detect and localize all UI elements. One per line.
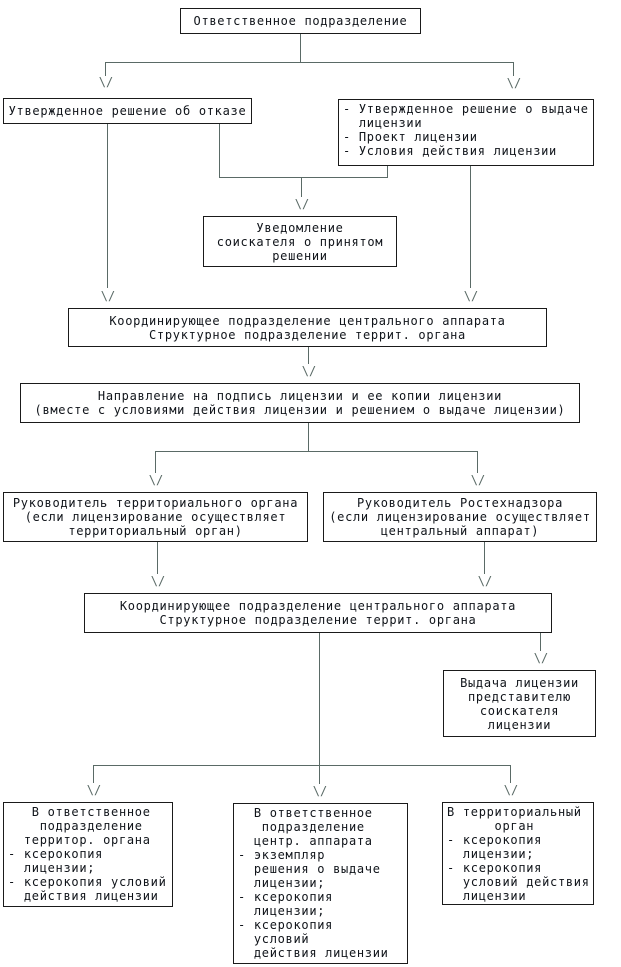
- box-license-signing: Направление на подпись лицензии и ее коп…: [20, 383, 580, 423]
- connector-line: [470, 166, 471, 288]
- connector-line: [319, 633, 320, 765]
- box-coordinating-division-1: Координирующее подразделение центральног…: [68, 308, 547, 347]
- connector-line: [301, 177, 302, 197]
- arrow-down-icon: \/: [301, 364, 317, 378]
- connector-line: [540, 633, 541, 651]
- connector-line: [105, 62, 514, 63]
- box-territorial-head: Руководитель территориального органа (ес…: [3, 492, 308, 542]
- box-license-issuance: Выдача лицензии представителю соискателя…: [443, 670, 596, 737]
- arrow-down-icon: \/: [86, 783, 102, 797]
- connector-line: [319, 765, 320, 784]
- arrow-down-icon: \/: [312, 784, 328, 798]
- box-refusal-decision: Утвержденное решение об отказе: [3, 98, 252, 124]
- arrow-down-icon: \/: [150, 574, 166, 588]
- connector-line: [105, 62, 106, 76]
- arrow-down-icon: \/: [463, 289, 479, 303]
- connector-line: [513, 62, 514, 76]
- connector-line: [510, 765, 511, 783]
- arrow-down-icon: \/: [477, 574, 493, 588]
- box-coordinating-division-2: Координирующее подразделение центральног…: [84, 593, 552, 633]
- box-to-territorial-division: В ответственное подразделение территор. …: [3, 802, 173, 907]
- connector-line: [93, 765, 94, 783]
- arrow-down-icon: \/: [506, 76, 522, 90]
- connector-line: [157, 542, 158, 574]
- box-to-territorial-body: В территориальный орган - ксерокопия лиц…: [442, 802, 594, 905]
- arrow-down-icon: \/: [503, 783, 519, 797]
- arrow-down-icon: \/: [148, 473, 164, 487]
- arrow-down-icon: \/: [533, 651, 549, 665]
- connector-line: [300, 34, 301, 62]
- connector-line: [155, 451, 478, 452]
- connector-line: [308, 423, 309, 451]
- connector-line: [387, 166, 388, 177]
- connector-line: [93, 765, 511, 766]
- box-applicant-notification: Уведомление соискателя о принятом решени…: [203, 216, 397, 267]
- connector-line: [308, 347, 309, 364]
- box-rostechnadzor-head: Руководитель Ростехнадзора (если лицензи…: [323, 492, 597, 542]
- box-issuance-documents: - Утвержденное решение о выдаче лицензии…: [338, 99, 594, 166]
- connector-line: [155, 451, 156, 473]
- arrow-down-icon: \/: [470, 473, 486, 487]
- connector-line: [484, 542, 485, 574]
- connector-line: [107, 124, 108, 288]
- connector-line: [477, 451, 478, 473]
- arrow-down-icon: \/: [100, 289, 116, 303]
- connector-line: [219, 177, 388, 178]
- box-responsible-division: Ответственное подразделение: [180, 8, 421, 34]
- box-to-central-division: В ответственное подразделение центр. апп…: [233, 803, 408, 964]
- connector-line: [219, 124, 220, 177]
- arrow-down-icon: \/: [294, 197, 310, 211]
- arrow-down-icon: \/: [98, 75, 114, 89]
